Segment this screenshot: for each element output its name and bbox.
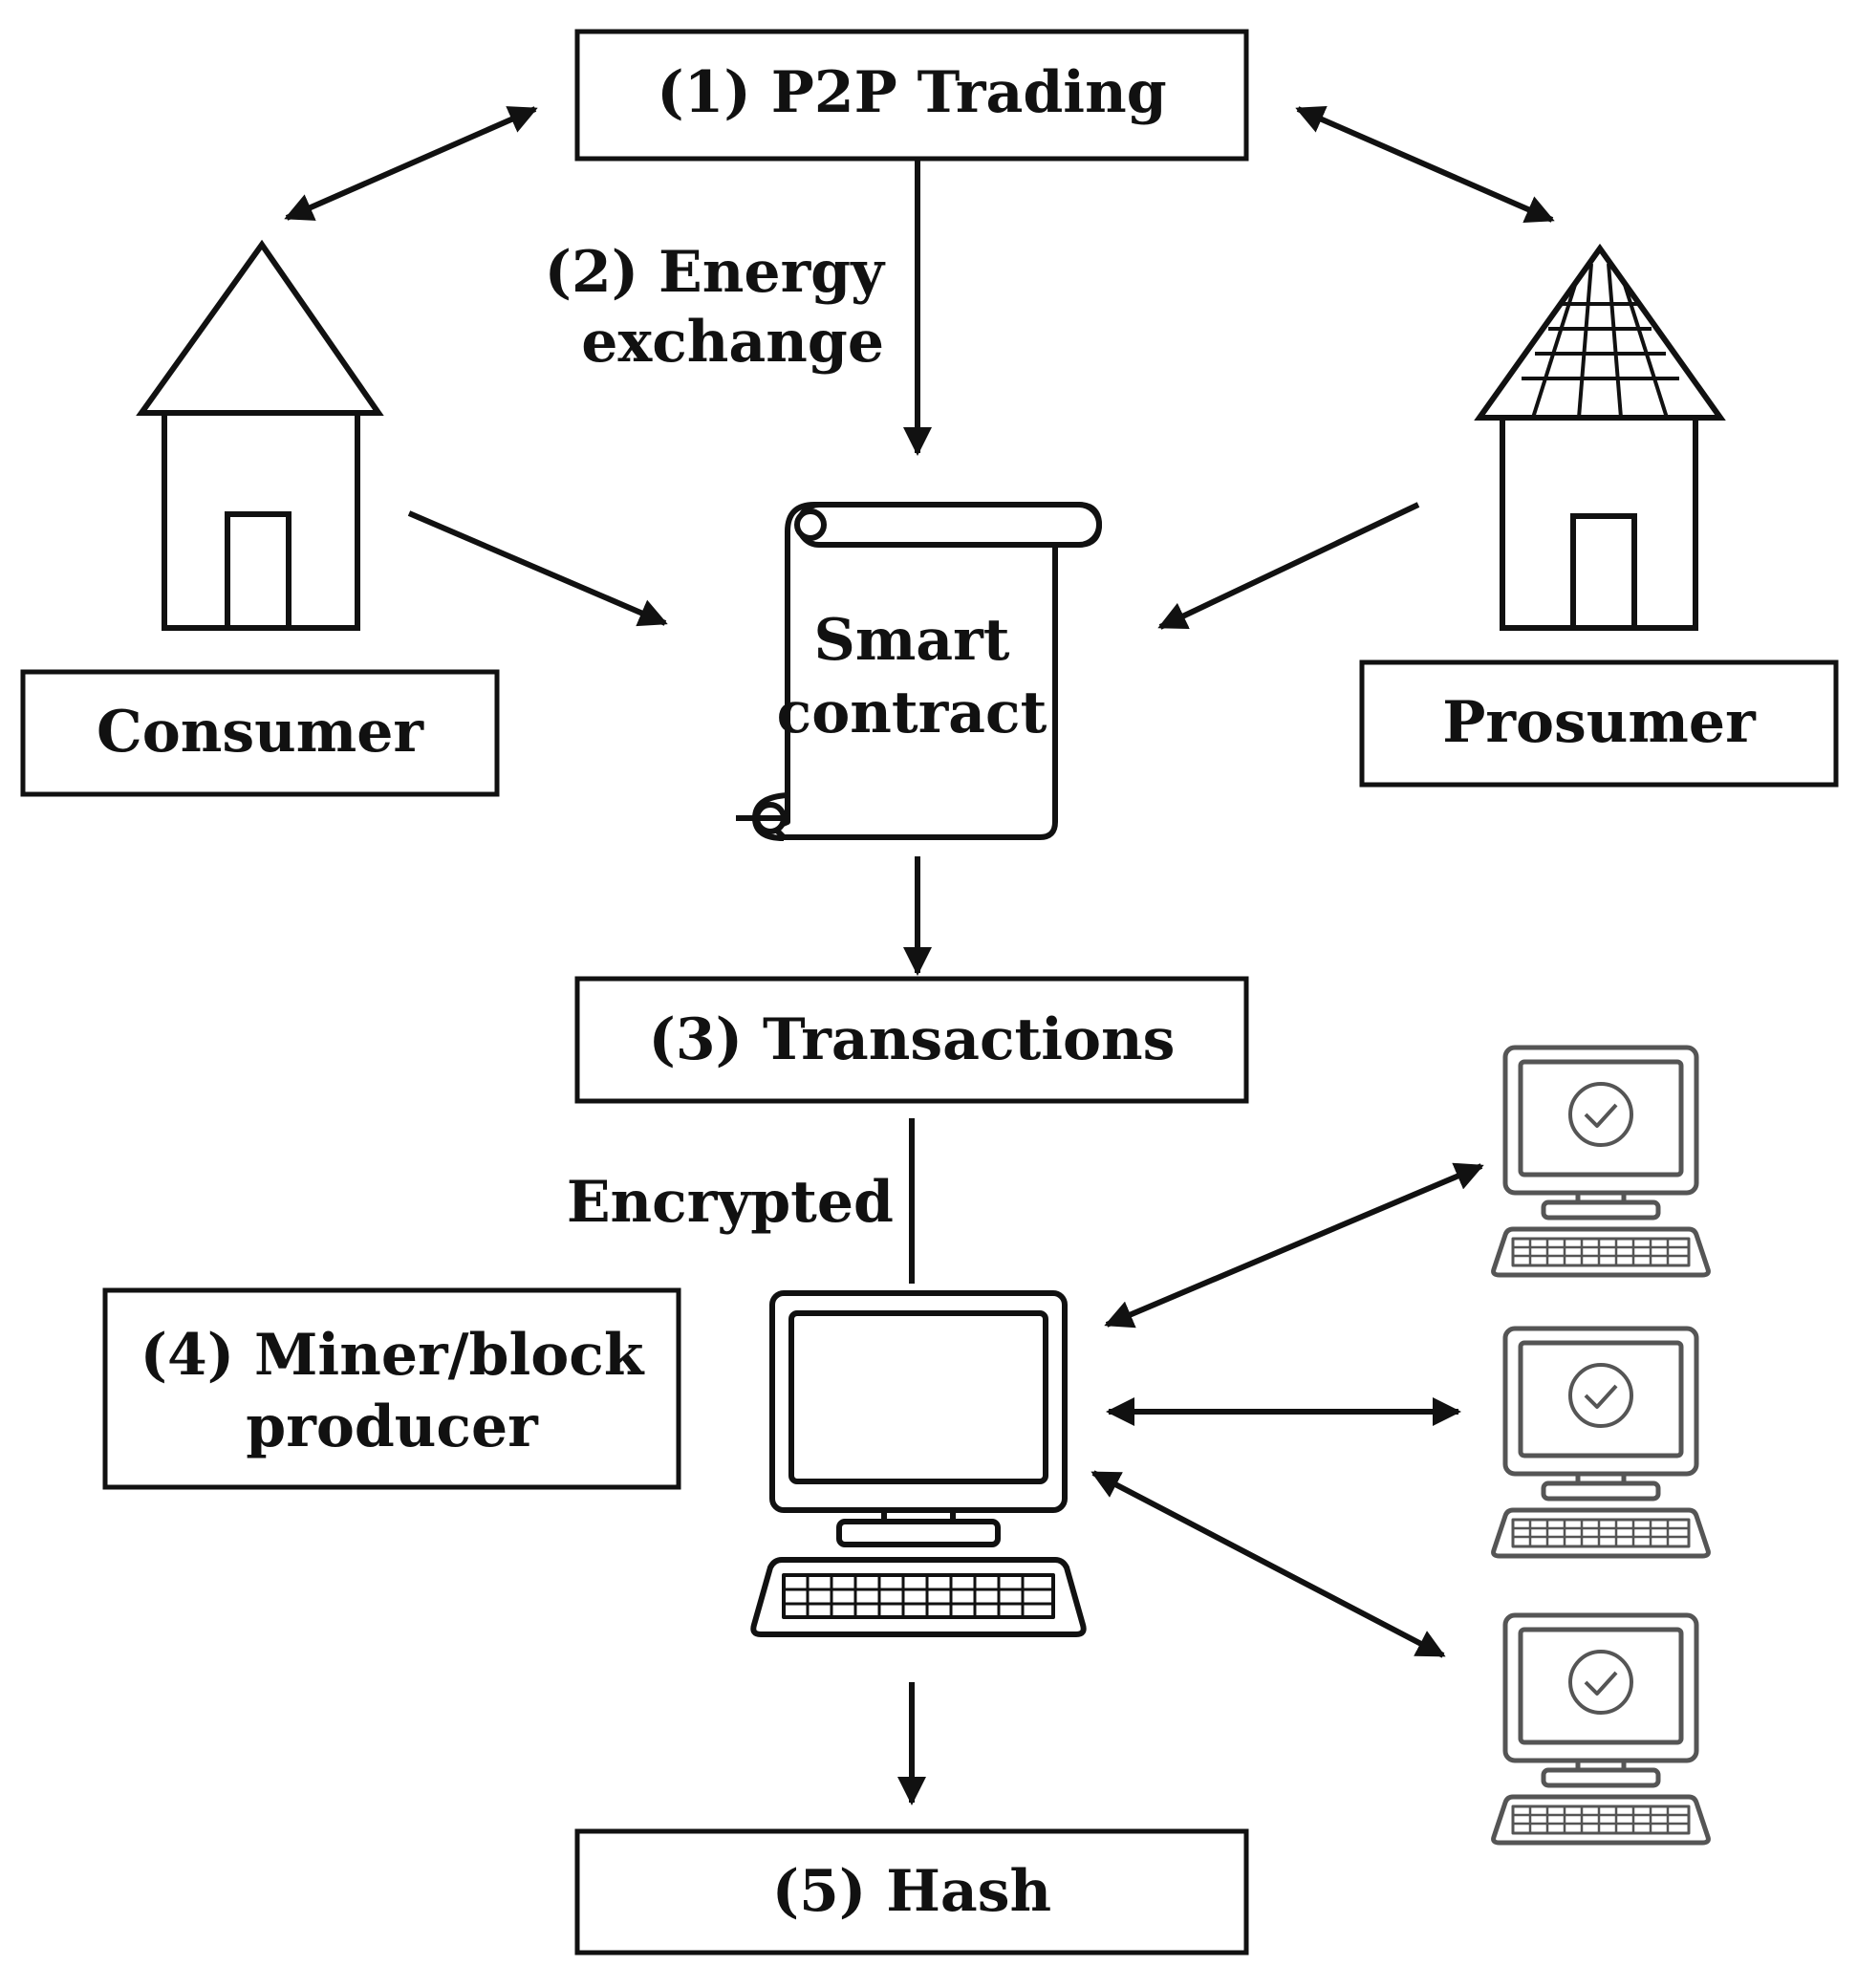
peer-node-1 bbox=[1491, 1045, 1711, 1278]
peer-node-3 bbox=[1491, 1612, 1711, 1846]
hash-label: (5) Hash bbox=[772, 1858, 1051, 1925]
hash-box: (5) Hash bbox=[574, 1828, 1249, 1956]
peer-node-2 bbox=[1491, 1326, 1711, 1559]
smart-contract-label-line2: contract bbox=[777, 680, 1047, 746]
consumer-box: Consumer bbox=[20, 669, 500, 797]
smart-contract-label-line1: Smart bbox=[813, 607, 1009, 674]
solar-panel-icon bbox=[1522, 263, 1679, 419]
house-icon bbox=[136, 239, 384, 631]
solar-house-icon bbox=[1474, 243, 1726, 631]
arrow-p2p-prosumer bbox=[1295, 106, 1555, 223]
energy-exchange-label-line1: (2) Energy bbox=[545, 239, 887, 306]
verified-computer-icon bbox=[1491, 1612, 1711, 1846]
consumer-label: Consumer bbox=[97, 699, 424, 766]
arrow-consumer-p2p bbox=[284, 106, 538, 221]
miner-label-line2: producer bbox=[246, 1394, 539, 1460]
verified-computer-icon bbox=[1491, 1326, 1711, 1559]
miner-block-producer-box: (4) Miner/block producer bbox=[102, 1287, 681, 1490]
encrypted-label: Encrypted bbox=[567, 1169, 894, 1236]
p2p-trading-label: (1) P2P Trading bbox=[657, 59, 1166, 126]
arrow-prosumer-smart-contract bbox=[1157, 502, 1420, 630]
arrow-consumer-smart-contract bbox=[407, 510, 668, 627]
scroll-icon: Smart contract bbox=[736, 502, 1102, 841]
energy-exchange-label-line2: exchange bbox=[581, 309, 884, 376]
prosumer-label: Prosumer bbox=[1442, 689, 1757, 756]
verified-computer-icon bbox=[1491, 1045, 1711, 1278]
arrow-miner-peer-1 bbox=[1104, 1162, 1484, 1329]
transactions-box: (3) Transactions bbox=[574, 976, 1249, 1104]
transactions-label: (3) Transactions bbox=[649, 1006, 1176, 1073]
arrow-miner-peer-3 bbox=[1090, 1470, 1446, 1658]
p2p-trading-box: (1) P2P Trading bbox=[574, 29, 1249, 162]
computer-icon bbox=[750, 1290, 1087, 1637]
prosumer-box: Prosumer bbox=[1359, 659, 1839, 788]
miner-label-line1: (4) Miner/block bbox=[140, 1322, 645, 1389]
